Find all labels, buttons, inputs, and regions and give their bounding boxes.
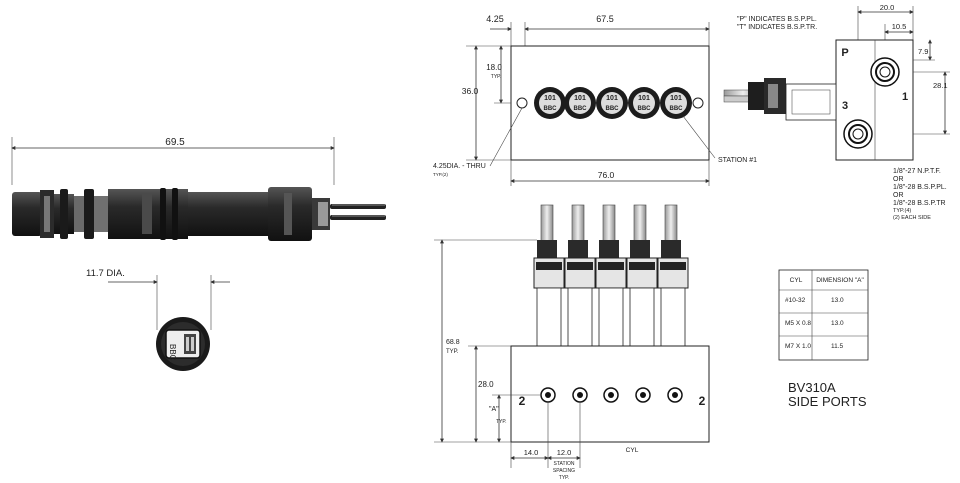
cartridge-end-view: 11.7 DIA. BBC bbox=[86, 268, 230, 371]
title-line-1: BV310A bbox=[788, 380, 836, 395]
manifold-top-view: 4.25 67.5 36.0 18.0 TYP. 101 BBC 101 BBC… bbox=[433, 14, 757, 186]
dim-12-0: 12.0 bbox=[557, 448, 572, 457]
table-cell: #10-32 bbox=[785, 297, 806, 304]
dim-18-typ: TYP. bbox=[491, 74, 501, 80]
svg-text:101: 101 bbox=[574, 95, 586, 102]
spacing-line-2: SPACING bbox=[553, 468, 575, 474]
dim-68-8-typ: TYP. bbox=[446, 349, 459, 355]
table-cell: 13.0 bbox=[831, 297, 844, 304]
dim-18-0: 18.0 bbox=[486, 63, 502, 72]
or-2: OR bbox=[893, 192, 904, 199]
valve-station-4: 101 BBC bbox=[628, 87, 660, 119]
table-header-dim: DIMENSION "A" bbox=[816, 277, 864, 284]
thread-2: 1/8"-28 B.S.P.PL. bbox=[893, 184, 947, 191]
cyl-label: CYL bbox=[626, 447, 639, 454]
thread-3: 1/8"-28 B.S.P.TR bbox=[893, 200, 946, 207]
each-side: (2) EACH SIDE bbox=[893, 215, 931, 221]
svg-text:101: 101 bbox=[638, 95, 650, 102]
note-t: "T" INDICATES B.S.P.TR. bbox=[737, 24, 817, 31]
hole-sub: TYP.(2) bbox=[433, 172, 448, 177]
spacing-line-1: STATION bbox=[554, 461, 575, 467]
svg-text:101: 101 bbox=[544, 95, 556, 102]
port-mark-3: 3 bbox=[842, 100, 848, 112]
dim-36-0: 36.0 bbox=[462, 86, 479, 96]
manifold-front-view: 2 2 68.8 TYP. 28.0 "A" TYP. 14.0 12.0 ST… bbox=[434, 204, 710, 481]
table-cell: 11.5 bbox=[831, 343, 844, 350]
dim-14-0: 14.0 bbox=[524, 448, 539, 457]
dim-10-5: 10.5 bbox=[892, 22, 907, 31]
dia-11-7-label: 11.7 DIA. bbox=[86, 268, 125, 279]
valve-station-2: 101 BBC bbox=[564, 87, 596, 119]
valve-stack bbox=[533, 204, 689, 347]
svg-text:BBC: BBC bbox=[638, 106, 652, 112]
note-p: "P" INDICATES B.S.P.PL. bbox=[737, 16, 817, 23]
dimension-table: CYL DIMENSION "A" #10-32 13.0 M5 X 0.8 1… bbox=[778, 269, 869, 361]
svg-text:BBC: BBC bbox=[606, 106, 620, 112]
table-header-cyl: CYL bbox=[790, 277, 803, 284]
dim-67-5: 67.5 bbox=[596, 14, 614, 24]
or-1: OR bbox=[893, 176, 904, 183]
dim-a-typ: TYP. bbox=[496, 419, 506, 425]
dim-76-0: 76.0 bbox=[598, 170, 615, 180]
valve-station-3: 101 BBC bbox=[596, 87, 628, 119]
dim-68-8: 68.8 bbox=[446, 339, 460, 346]
svg-text:101: 101 bbox=[606, 95, 618, 102]
svg-text:BBC: BBC bbox=[574, 106, 588, 112]
dim-4-25: 4.25 bbox=[486, 14, 504, 24]
cartridge-side-view: 69.5 bbox=[11, 137, 386, 241]
hole-label: 4.25DIA. - THRU bbox=[433, 163, 486, 170]
table-cell: M7 X 1.0 bbox=[785, 343, 811, 350]
svg-text:BBC: BBC bbox=[670, 106, 684, 112]
valve-station-1: 101 BBC bbox=[534, 87, 566, 119]
svg-text:BBC: BBC bbox=[544, 106, 558, 112]
dim-20-0: 20.0 bbox=[880, 3, 895, 12]
table-cell: M5 X 0.8 bbox=[785, 320, 811, 327]
port-mark-2-right: 2 bbox=[699, 394, 706, 408]
dim-a: "A" bbox=[489, 406, 499, 413]
dim-28-0: 28.0 bbox=[478, 380, 494, 389]
station-1-label: STATION #1 bbox=[718, 157, 757, 164]
spacing-line-3: TYP. bbox=[559, 475, 569, 481]
manifold-end-view: "P" INDICATES B.S.P.PL. "T" INDICATES B.… bbox=[723, 3, 950, 221]
port-mark-2-left: 2 bbox=[519, 394, 526, 408]
dim-7-9: 7.9 bbox=[918, 47, 928, 56]
end-view-valve-text: BBC bbox=[168, 344, 177, 361]
svg-text:101: 101 bbox=[670, 95, 682, 102]
valve-station-5: 101 BBC bbox=[660, 87, 692, 119]
thread-1: 1/8"-27 N.P.T.F. bbox=[893, 168, 941, 175]
dim-28-1: 28.1 bbox=[933, 81, 948, 90]
port-mark-1: 1 bbox=[902, 91, 908, 103]
typ4: TYP.(4) bbox=[893, 208, 911, 214]
title-line-2: SIDE PORTS bbox=[788, 394, 867, 409]
table-cell: 13.0 bbox=[831, 320, 844, 327]
port-mark-p: P bbox=[841, 47, 848, 59]
length-69-5-label: 69.5 bbox=[165, 137, 185, 148]
